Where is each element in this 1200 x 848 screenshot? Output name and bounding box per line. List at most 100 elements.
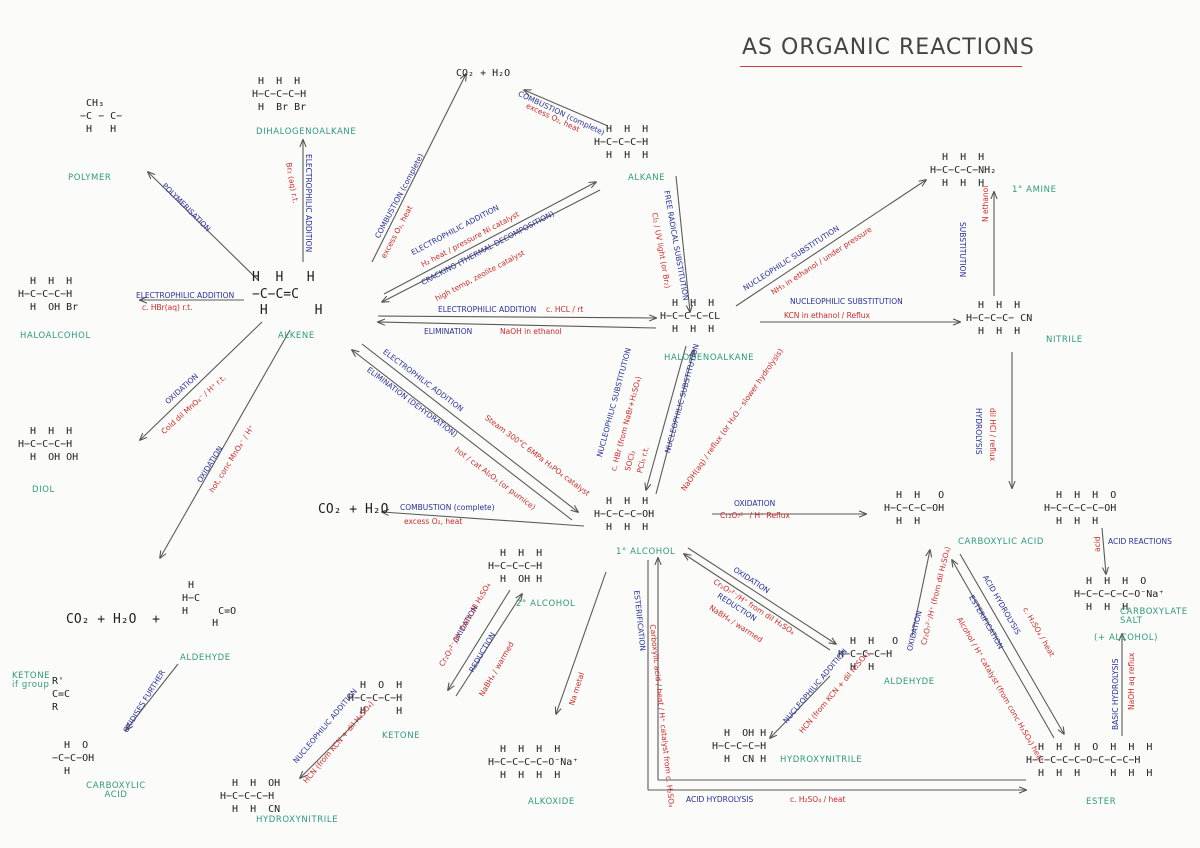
label-substitution: SUBSTITUTION [958, 222, 967, 278]
haloalcohol-label: HALOALCOHOL [20, 331, 91, 341]
cond-hbr: c. HBr(aq) r.t. [142, 303, 193, 312]
alcohol1-structure: H H H H−C−C−C−OH H H H [594, 496, 655, 533]
dihalo-label: DIHALOGENOALKANE [256, 127, 357, 137]
label-electrophilic-addition-hcl: ELECTROPHILIC ADDITION [438, 305, 537, 314]
carboxylate-label: CARBOXYLATE SALT [1120, 607, 1188, 626]
alkoxide-label: ALKOXIDE [528, 797, 575, 807]
arrow-aldehyde-hydroxy [770, 675, 831, 738]
alkane-structure: H H H H−C−C−C−H H H H [594, 124, 649, 161]
arrow-strong-oxidation [160, 329, 291, 558]
ketone-label: KETONE [382, 731, 421, 741]
aldehyde-left-structure: H H−C H C=O H [182, 580, 237, 630]
cond-n-ethanol: N ethanol [981, 185, 990, 222]
cond-hcl: c. HCL / rt [546, 305, 584, 314]
polymer-label: POLYMER [68, 173, 112, 183]
arrow-alkane-haloalkane [675, 175, 690, 312]
arrow-aldehyde-acid-left [126, 663, 179, 730]
cond-acid: acid [1093, 536, 1102, 552]
arrow-ester-acid [952, 560, 1055, 739]
arrow-to-alkane [383, 182, 596, 295]
cond-dil-hcl: dil HCl / reflux [988, 408, 997, 462]
cond-cr2o7-reflux: Cr₂O₇²⁻ / H⁺ Reflux [720, 511, 790, 520]
amine-structure: H H H H−C−C−C−NH₂ H H H [930, 152, 997, 189]
aldehyde-structure: H H O H−C−C−C−H H H [838, 636, 899, 673]
label-electrophilic-addition-haloalcohol: ELECTROPHILIC ADDITION [136, 291, 235, 300]
arrow-ketone-hydroxy [300, 715, 363, 778]
alkoxide-structure: H H H H H−C−C−C−C−O⁻Na⁺ H H H H [488, 744, 579, 781]
ester-label: ESTER [1086, 797, 1117, 807]
label-acid-reactions: ACID REACTIONS [1108, 537, 1172, 546]
arrow-to-amine [735, 180, 926, 307]
arrow-aldehyde-acid [911, 550, 930, 637]
arrow-butacid-salt [1101, 527, 1106, 574]
carbacid-label: CARBOXYLIC ACID [958, 537, 1045, 547]
label-combustion-alcohol: COMBUSTION (complete) [400, 503, 495, 512]
cond-excess-o2: excess O₂, heat [404, 517, 463, 526]
cond-kcn: KCN in ethanol / Reflux [784, 311, 870, 320]
alkene-structure: H H H −C−C=C H H [252, 270, 323, 319]
label-hydrolysis: HYDROLYSIS [974, 408, 983, 455]
title-underline [740, 66, 1022, 67]
polymer-structure: CH₃ −C − C− H H [80, 98, 123, 135]
carbacid-left-label: CARBOXYLIC ACID [86, 781, 146, 800]
ketone-if-label: KETONE if group [12, 671, 51, 690]
ketone-structure: H O H H−C−C−C−H H H [348, 680, 403, 717]
alcohol1-label: 1° ALCOHOL [616, 547, 676, 557]
arrow-alcohol-combustion [382, 512, 585, 527]
arrow-acid-ester [959, 553, 1064, 734]
alkene-label: ALKENE [278, 331, 315, 341]
haloalkane-label: HALOGENOALKANE [664, 353, 755, 363]
ketone-group-structure: R' C=C R [52, 676, 71, 713]
diol-label: DIOL [32, 485, 55, 495]
label-acid-hydrolysis-bottom: ACID HYDROLYSIS [686, 795, 754, 804]
ester-structure: H H H O H H H H−C−C−C−C−O−C−C−C−H H H H … [1026, 742, 1153, 779]
arrow-alcohol2-ketone [448, 589, 511, 690]
label-elimination: ELIMINATION [424, 327, 473, 336]
dihalo-structure: H H H H−C−C−C−H H Br Br [252, 76, 307, 113]
label-oxidation-reflux: OXIDATION [734, 499, 776, 508]
co2-mid: CO₂ + H₂O [318, 502, 389, 517]
label-electrophilic-addition-br2: ELECTROPHILIC ADDITION [304, 154, 313, 253]
cond-c-h2so4-heat: c. H₂SO₄ / heat [790, 795, 846, 804]
co2-top: CO₂ + H₂O [456, 68, 511, 79]
arrow-dehydration [352, 350, 573, 521]
alcohol2-structure: H H H H−C−C−C−H H OH H [488, 548, 543, 585]
carbacid-left-structure: H O −C−C−OH H [52, 740, 95, 777]
hydroxy2-structure: H H OH H−C−C−C−H H H CN [220, 778, 281, 815]
arrow-elimination [378, 322, 657, 329]
arrow-cracking [382, 189, 601, 302]
arrow-diol [140, 321, 263, 440]
label-nuc-sub-nitrile: NUCLEOPHILIC SUBSTITUTION [790, 297, 903, 306]
carbacid-structure: H H O H−C−C−C−OH H H [884, 490, 945, 527]
haloalkane-structure: H H H H−C−C−C−CL H H H [660, 298, 721, 335]
carboxylate-structure: H H H O H−C−C−C−C−O⁻Na⁺ H H H [1074, 576, 1165, 613]
cond-naoh-reflux2: NaOH aq reflux [1127, 652, 1136, 710]
alcohol2-label: 2° ALCOHOL [516, 599, 576, 609]
alkane-label: ALKANE [628, 173, 666, 183]
hydroxy2-label: HYDROXYNITRILE [256, 815, 339, 825]
hydroxy1-structure: H OH H H−C−C−C−H H CN H [712, 728, 767, 765]
arrow-halo-alcohol-1 [646, 345, 687, 490]
arrow-alcohol-aldehyde [687, 547, 836, 644]
arrow-aldehyde-alcohol [684, 554, 831, 651]
aldehyde-label: ALDEHYDE [884, 677, 935, 687]
butacid-structure: H H H O H−C−C−C−C−OH H H H [1044, 490, 1117, 527]
plus-alcohol-label: (+ ALCOHOL) [1094, 633, 1159, 643]
arrow-to-alkoxide [556, 571, 607, 714]
amine-label: 1° AMINE [1012, 185, 1057, 195]
aldehyde-left-label: ALDEHYDE [180, 653, 231, 663]
co2-left: CO₂ + H₂O + [66, 612, 160, 627]
hydroxy1-label: HYDROXYNITRILE [780, 755, 863, 765]
haloalcohol-structure: H H H H−C−C−C−H H OH Br [18, 276, 79, 313]
arrow-to-alcohol [361, 343, 578, 512]
label-basic-hydrolysis: BASIC HYDROLYSIS [1111, 658, 1120, 730]
diol-structure: H H H H−C−C−C−H H OH OH [18, 426, 79, 463]
arrow-ketone-alcohol2 [455, 594, 522, 697]
page-title: AS ORGANIC REACTIONS [742, 35, 1035, 60]
cond-naoh-ethanol: NaOH in ethanol [500, 327, 562, 336]
arrow-polymerisation [148, 172, 259, 281]
arrow-combustion-top [371, 74, 466, 263]
arrow-halo-alcohol-2 [655, 350, 694, 495]
nitrile-label: NITRILE [1046, 335, 1083, 345]
